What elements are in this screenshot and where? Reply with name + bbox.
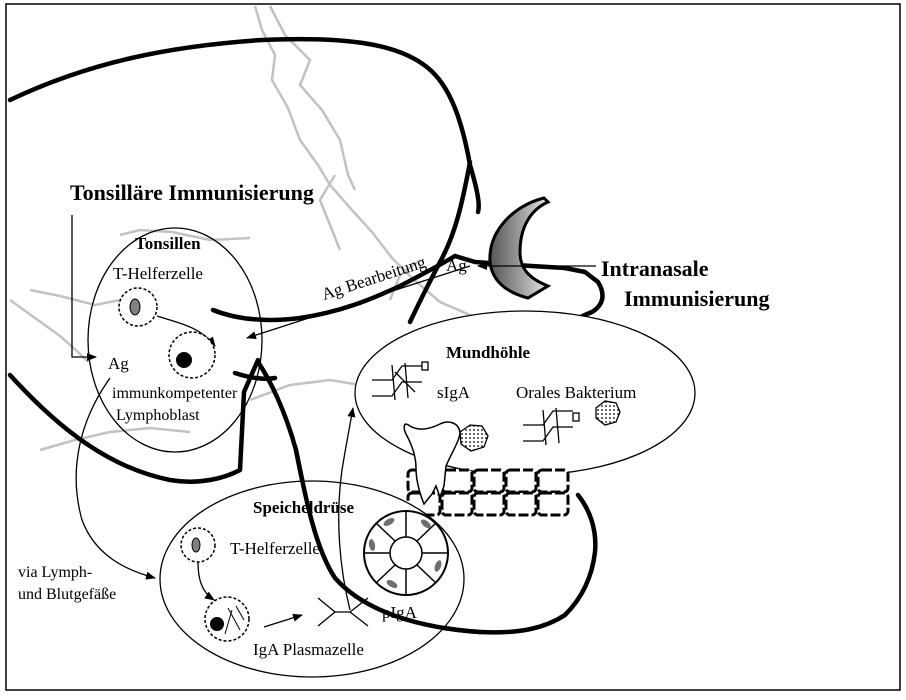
tonsils-lymphoblast-label-line1: immunkompetenter (112, 385, 238, 402)
tonsillar-immunization-title: Tonsilläre Immunisierung (70, 180, 314, 205)
oral-bacterium-icon (596, 401, 620, 425)
tonsils-lymphoblast-label-line2: Lymphoblast (116, 407, 200, 424)
tonsils-antigen-label: Ag (108, 354, 129, 373)
salivary-t-helper-label: T-Helferzelle (230, 539, 320, 558)
intranasal-immunization-title-line2: Immunisierung (624, 286, 769, 311)
transport-label-line1: via Lymph- (18, 564, 92, 581)
intranasal-immunization-title-line1: Intranasale (601, 256, 709, 281)
plasma-cell-label: IgA Plasmazelle (253, 640, 364, 659)
tonsil-t-helper-cell (119, 288, 157, 326)
tonsil-lymphoblast-cell (169, 332, 215, 378)
piga-label: pIgA (382, 603, 418, 622)
salivary-gland-heading: Speicheldrüse (253, 498, 355, 517)
tonsils-heading: Tonsillen (135, 234, 201, 253)
processing-antigen-label: Ag (446, 256, 467, 275)
gland-acinus-icon (364, 511, 448, 595)
siga-label: sIgA (437, 383, 471, 402)
oral-bacterium-label: Orales Bakterium (516, 383, 636, 402)
nasal-cavity-shape (490, 198, 548, 298)
salivary-t-helper-cell (181, 528, 215, 562)
transport-label-line2: und Blutgefäße (18, 586, 116, 603)
plasma-cell (205, 597, 249, 641)
mouth-heading: Mundhöhle (446, 343, 531, 362)
tonsils-t-helper-label: T-Helferzelle (113, 264, 203, 283)
tonsillar-entry-arrow (72, 215, 96, 357)
